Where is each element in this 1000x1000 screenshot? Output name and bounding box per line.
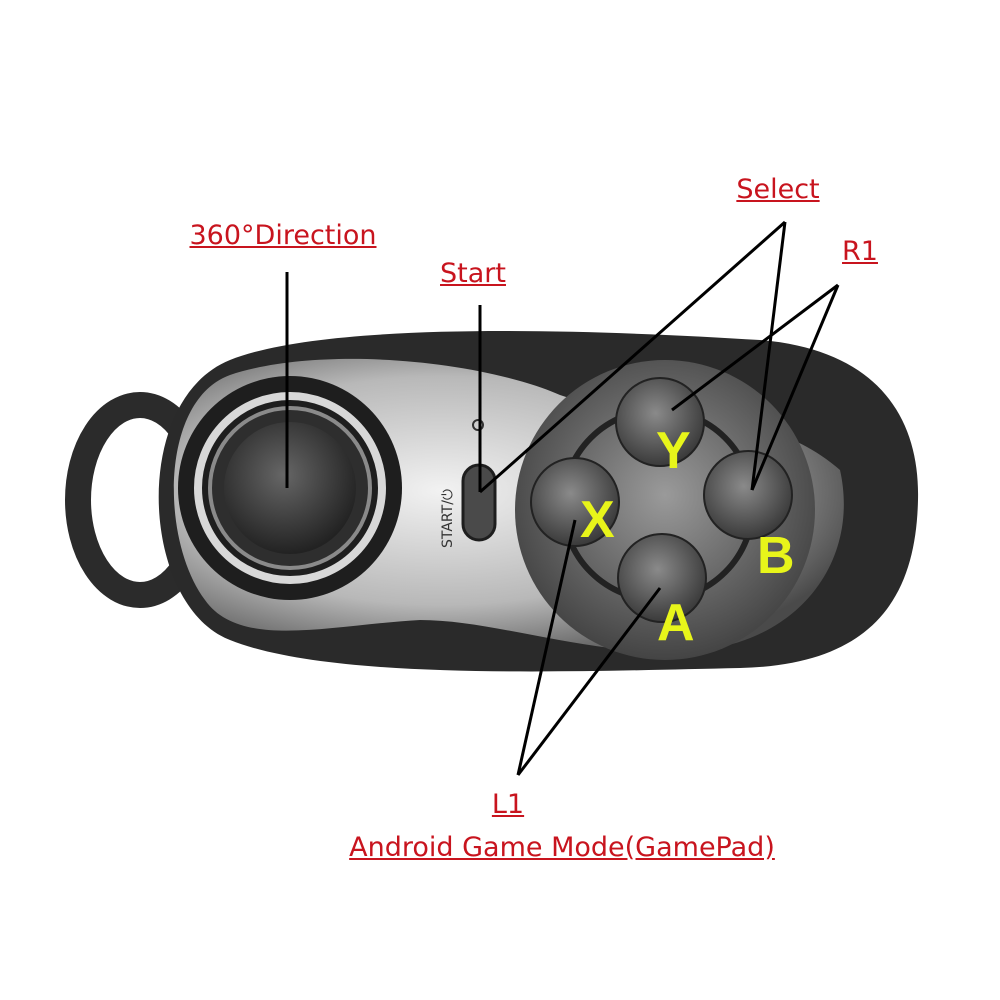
a-letter: A — [657, 594, 695, 652]
joystick-ring — [194, 392, 386, 584]
x-letter: X — [580, 491, 615, 549]
label-r1: R1 — [842, 236, 878, 267]
select-line-b — [750, 221, 787, 491]
select-line-start — [479, 220, 786, 494]
led-indicator — [472, 419, 484, 431]
joystick-stick[interactable] — [224, 422, 356, 554]
y-button[interactable] — [615, 377, 705, 467]
r1-line-b — [750, 284, 840, 491]
y-letter: Y — [656, 422, 691, 480]
callout-lines — [285, 220, 840, 776]
label-select: Select — [736, 174, 820, 205]
x-button[interactable] — [530, 457, 620, 547]
label-l1: L1 — [491, 789, 525, 820]
start-power-text: START/⏻ — [440, 489, 456, 548]
b-button[interactable] — [703, 450, 793, 540]
label-android-game-mode: Android Game Mode(GamePad) — [349, 832, 775, 863]
a-button[interactable] — [617, 533, 707, 623]
label-360-direction: 360°Direction — [189, 220, 377, 251]
b-letter: B — [757, 527, 795, 585]
l1-line-x — [516, 519, 577, 776]
l1-line-a — [516, 587, 662, 776]
r1-line-y — [671, 283, 839, 412]
label-start: Start — [440, 258, 506, 289]
